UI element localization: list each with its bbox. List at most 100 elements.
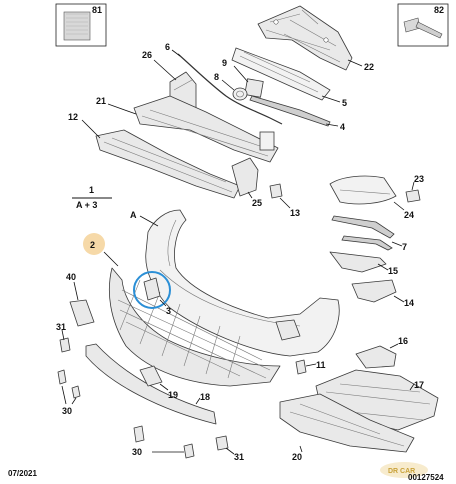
fastener-31b (57, 369, 67, 385)
plate-19 (139, 365, 163, 387)
part-31-fastener-b (57, 369, 81, 399)
part-5-upper-grille: 5 (231, 47, 347, 108)
callout-6: 6 (165, 42, 170, 52)
kit-contents: A + 3 (76, 200, 97, 210)
callout-17: 17 (414, 380, 424, 390)
callout-11: 11 (316, 360, 326, 370)
foam-texture (66, 13, 88, 35)
callout-9: 9 (222, 58, 227, 68)
upper-beam-body (133, 95, 279, 163)
beam-end-bracket (259, 131, 275, 151)
callout-19: 19 (168, 390, 178, 400)
upper-grille-body (231, 47, 331, 101)
upper-frame-body (257, 5, 353, 71)
callout-23: 23 (414, 174, 424, 184)
callout-81: 81 (92, 5, 102, 15)
callout-15: 15 (388, 266, 398, 276)
part-18-lower-lip: 18 (85, 343, 217, 425)
part-19-plate: 19 (139, 365, 178, 400)
fog-bezel-15 (329, 251, 387, 273)
kit-number: 1 (89, 185, 94, 195)
part-14-fog-cover: 14 (351, 279, 414, 308)
part-7-trim: 7 (331, 215, 407, 252)
callout-16: 16 (398, 336, 408, 346)
part-15-fog-bezel: 15 (329, 251, 398, 276)
bracket-25-body (231, 157, 259, 197)
screw-30-side (183, 443, 195, 459)
callout-30a: 30 (62, 406, 72, 416)
part-20-lower-shield: 20 (279, 393, 415, 462)
fastener-31a (59, 337, 71, 353)
callout-8: 8 (214, 72, 219, 82)
part-25-bracket: 25 (231, 157, 262, 208)
part-4-trim: 4 (249, 95, 345, 132)
inset-82: 82 (397, 3, 449, 47)
callout-26: 26 (142, 50, 152, 60)
emblem-badge (232, 87, 248, 101)
callout-40: 40 (66, 272, 76, 282)
footer-date: 07/2021 (8, 469, 37, 478)
part-2-grille-panel: 2 (83, 233, 281, 387)
callout-2-highlight (83, 233, 105, 255)
part-12-lower-beam: 12 (68, 112, 241, 199)
cover-plate-body (69, 299, 95, 327)
callout-18: 18 (200, 392, 210, 402)
callout-3: 3 (166, 306, 171, 316)
grille-surround-body (329, 175, 397, 205)
part-31-fastener-c: 31 (215, 435, 244, 462)
part-A-bumper-cover: A (130, 209, 340, 357)
trim-7b (341, 235, 393, 251)
callout-14: 14 (404, 298, 414, 308)
callout-30b: 30 (132, 447, 142, 457)
watermark-text: DR CAR (388, 468, 415, 475)
callout-21: 21 (96, 96, 106, 106)
fastener-31b2 (71, 385, 81, 399)
pin-clip-icon (403, 17, 443, 39)
callout-25: 25 (252, 198, 262, 208)
inset-81: 81 (55, 3, 107, 47)
part-24-grille-surround: 24 (329, 175, 414, 220)
callout-12: 12 (68, 112, 78, 122)
fog-cover-14 (351, 279, 397, 303)
callout-A: A (130, 210, 137, 220)
bracket-3-body (143, 277, 161, 301)
part-31-fastener-a: 31 (56, 322, 71, 353)
part-30-screw-bottom: 30 (132, 425, 195, 459)
callout-5: 5 (342, 98, 347, 108)
clip-23 (405, 189, 421, 203)
trim-strip (249, 95, 331, 127)
fastener-31c (215, 435, 229, 451)
part-8-emblem: 8 (214, 72, 248, 101)
kit-reference: 1 A + 3 (72, 185, 112, 210)
part-9-emblem-holder: 9 (222, 58, 264, 98)
part-22-upper-frame: 22 (257, 5, 374, 72)
part-13-clip: 13 (269, 183, 300, 218)
bumper-cover-body (145, 209, 340, 357)
lower-shield-body (279, 393, 415, 453)
clip-11 (295, 359, 307, 375)
part-11-clip: 11 (295, 359, 326, 375)
callout-31a: 31 (56, 322, 66, 332)
callout-82: 82 (434, 5, 444, 15)
watermark-logo: DR CAR (380, 462, 428, 478)
part-21-upper-beam: 21 (96, 95, 279, 163)
callout-2: 2 (90, 240, 95, 250)
part-3-bracket: 3 (133, 271, 171, 316)
focus-ring (133, 271, 171, 309)
callout-24: 24 (404, 210, 414, 220)
grille-mesh (117, 279, 271, 379)
part-6-cable: 6 (165, 42, 283, 125)
trim-7 (331, 215, 395, 239)
callout-31c: 31 (234, 452, 244, 462)
part-30-screws-left: 30 (61, 385, 77, 416)
part-40-cover-plate: 40 (66, 272, 95, 327)
side-bracket-16 (355, 345, 397, 369)
footer-reference: 00127524 (408, 473, 444, 482)
fog-lamp-housing (275, 319, 301, 341)
lower-lip-body (85, 343, 217, 425)
callout-22: 22 (364, 62, 374, 72)
emblem-holder (244, 78, 264, 98)
callout-20: 20 (292, 452, 302, 462)
